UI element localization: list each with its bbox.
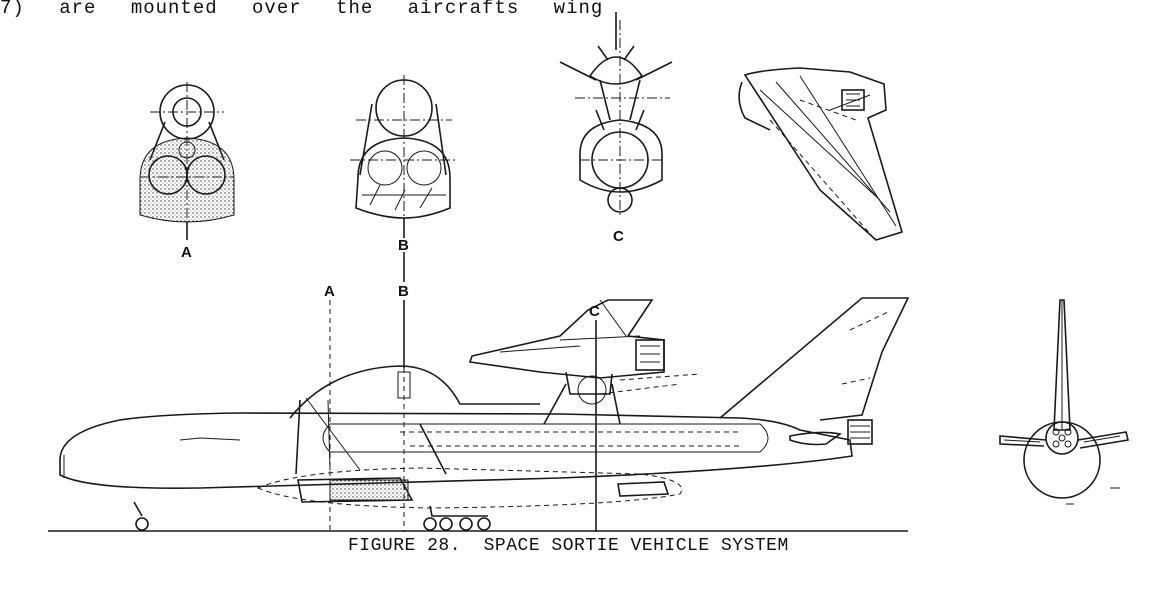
side-label-c: C xyxy=(589,303,600,320)
side-label-b: B xyxy=(398,283,409,300)
section-view-b: B xyxy=(350,75,455,282)
carrier-side-view: A B C xyxy=(48,283,910,532)
section-label-a: A xyxy=(181,244,192,261)
section-view-a: A xyxy=(139,82,235,261)
section-view-c: C xyxy=(559,12,673,245)
carrier-front-view xyxy=(999,299,1129,505)
orbiter-perspective-view xyxy=(738,67,903,241)
figure-caption: FIGURE 28. SPACE SORTIE VEHICLE SYSTEM xyxy=(348,536,789,556)
side-label-a: A xyxy=(324,283,335,300)
section-label-b: B xyxy=(398,237,409,254)
body-text-line: 7) are mounted over the aircrafts wing xyxy=(0,0,604,19)
section-label-c: C xyxy=(613,228,624,245)
